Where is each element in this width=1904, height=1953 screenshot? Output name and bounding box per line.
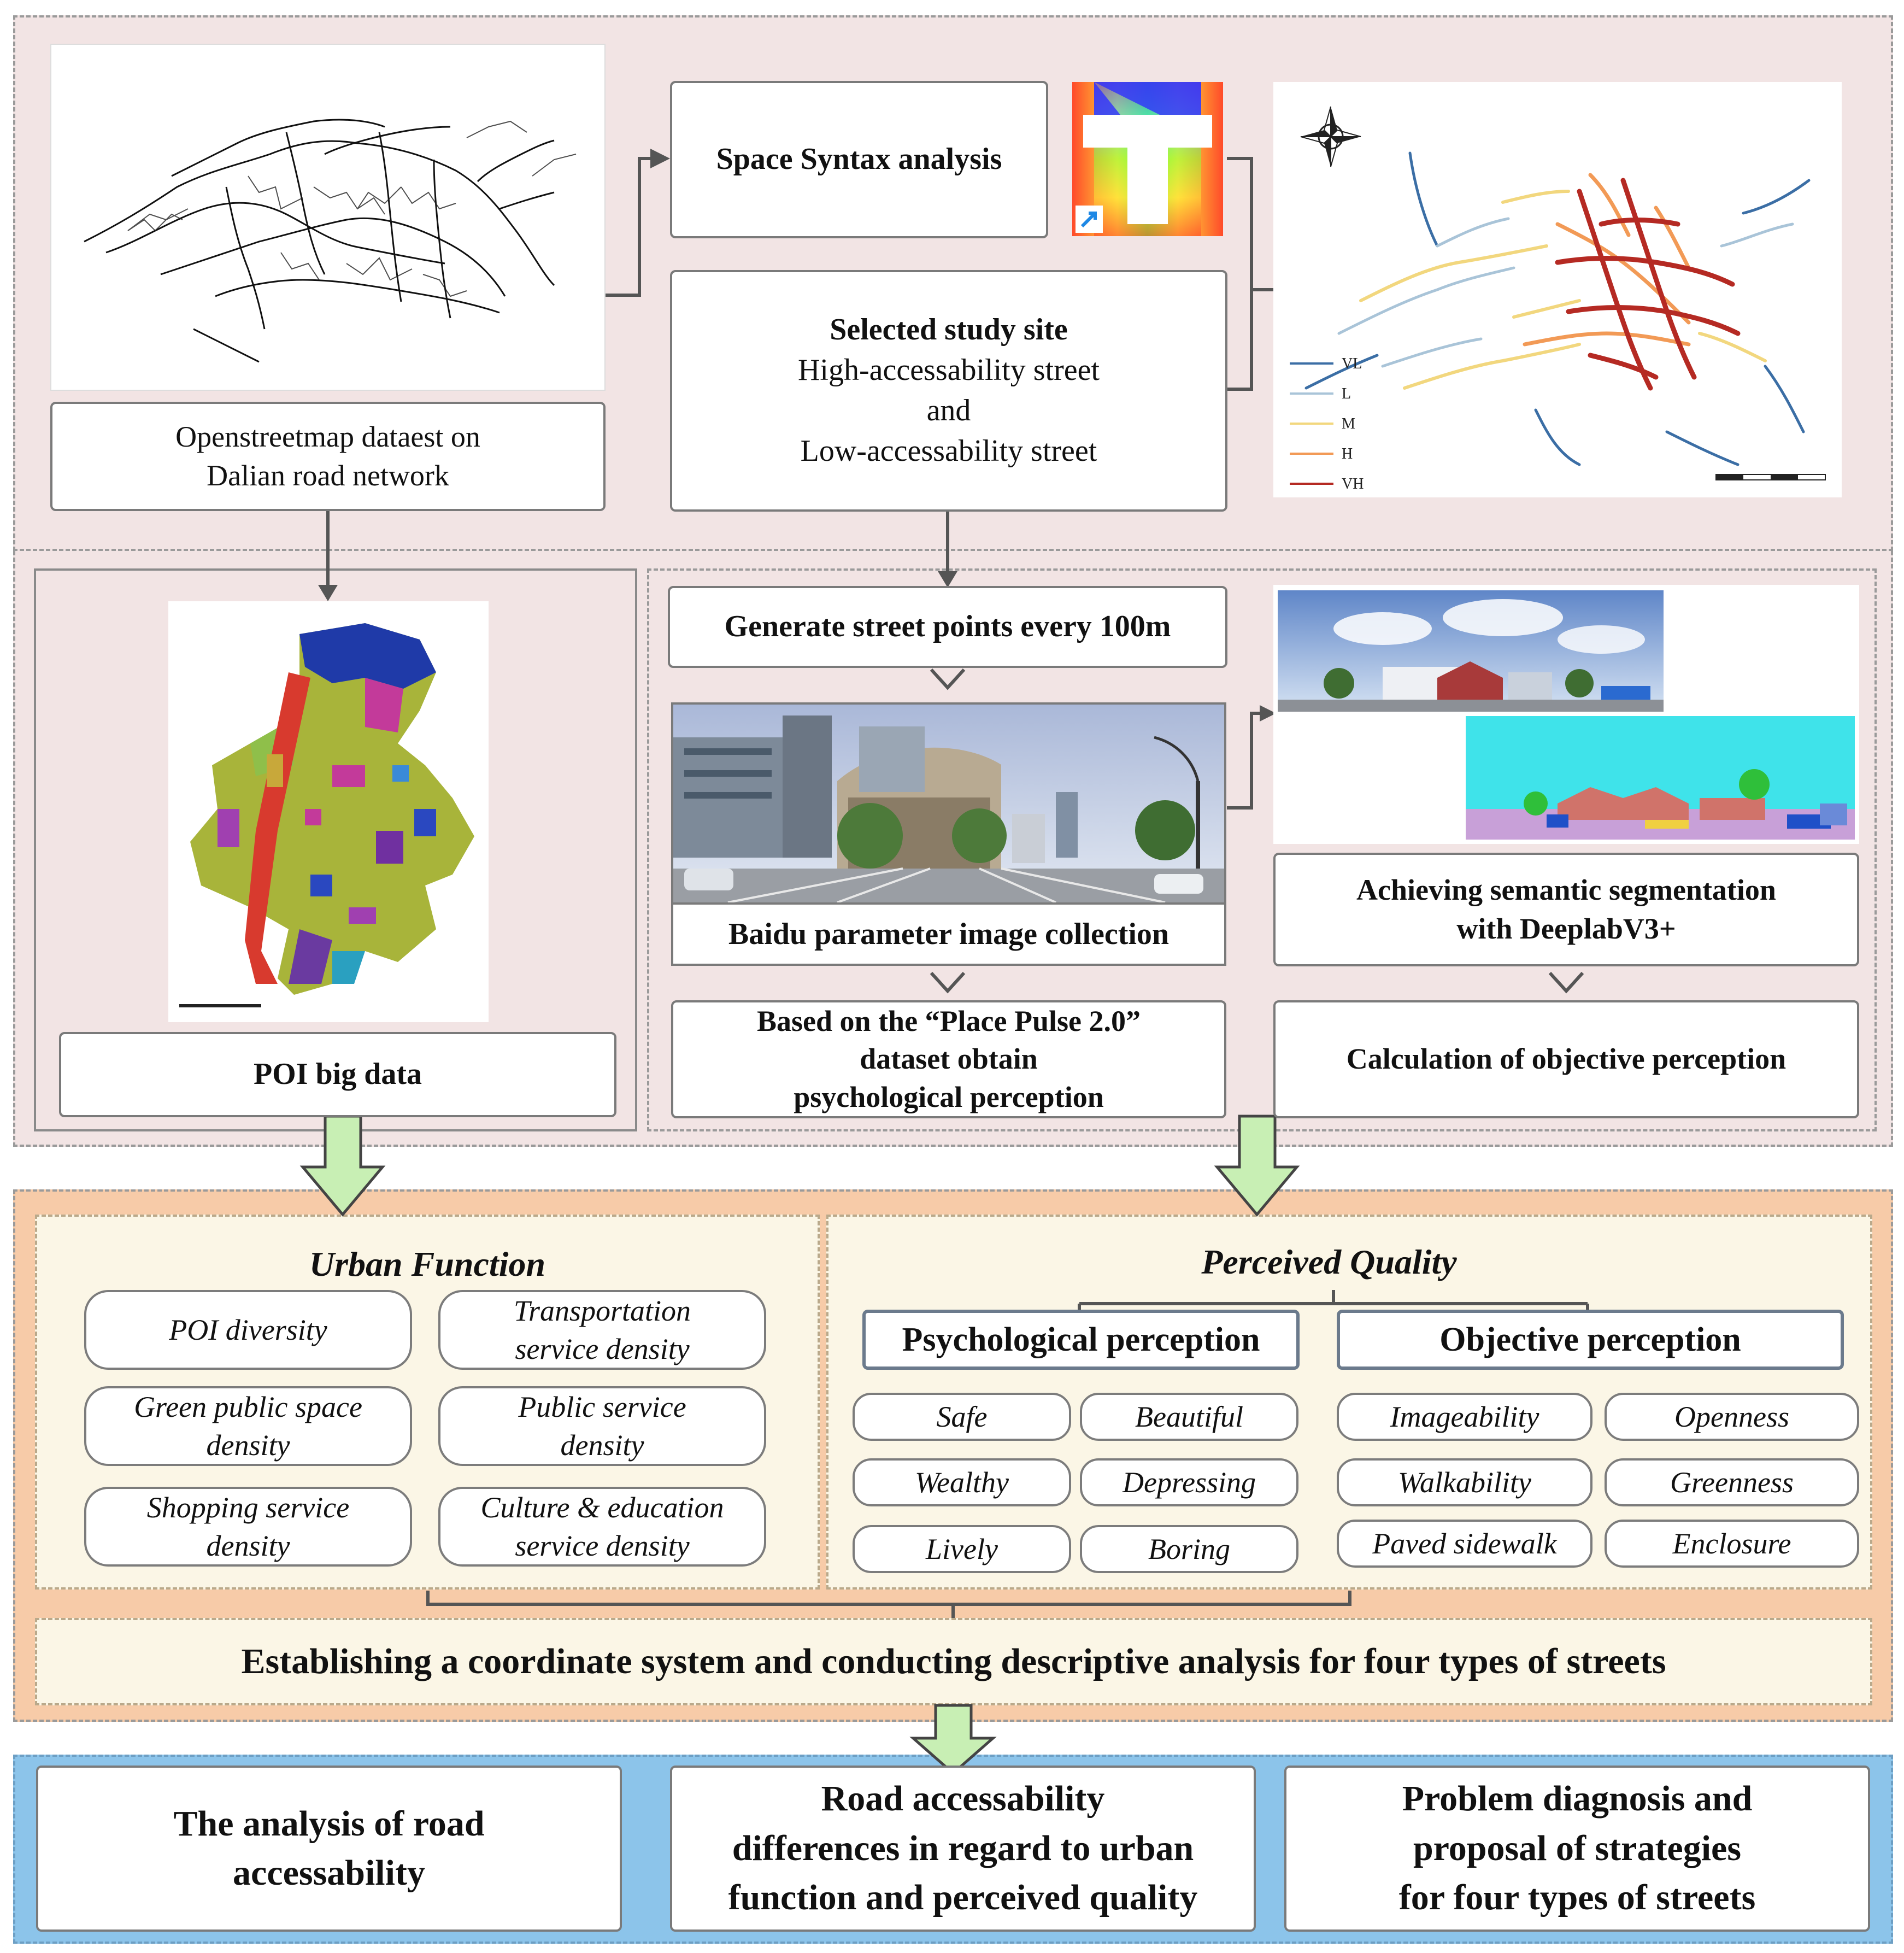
- segmentation-label: Achieving semantic segmentation with Dee…: [1273, 853, 1859, 966]
- compass-icon: [1300, 106, 1361, 167]
- legend-label: VL: [1342, 355, 1362, 372]
- green-arrow-down-icon: [299, 1115, 386, 1217]
- psychological-item: Beautiful: [1080, 1393, 1298, 1441]
- urban-function-item: Green public space density: [84, 1386, 412, 1466]
- road-network-map: [50, 44, 606, 391]
- urban-function-item: Public service density: [438, 1386, 766, 1466]
- green-arrow-down-icon: [1214, 1115, 1300, 1217]
- urban-function-item: POI diversity: [84, 1290, 412, 1370]
- objective-item: Imageability: [1337, 1393, 1592, 1441]
- segmentation-images: [1273, 585, 1859, 844]
- legend-label: VH: [1342, 476, 1364, 492]
- urban-function-item: Transportation service density: [438, 1290, 766, 1370]
- map-legend: VL L M H VH: [1290, 355, 1364, 492]
- study-site-box: Selected study site High-accessability s…: [670, 270, 1227, 512]
- baidu-collection-box: Baidu parameter image collection: [671, 702, 1226, 966]
- urban-function-item: Culture & education service density: [438, 1487, 766, 1567]
- segmentation-result: [1466, 716, 1855, 840]
- psychological-item: Safe: [853, 1393, 1071, 1441]
- objective-perception-header: Objective perception: [1337, 1310, 1844, 1370]
- connector-bracket-map: [1227, 157, 1253, 391]
- output-problem-diagnosis: Problem diagnosis and proposal of strate…: [1284, 1766, 1870, 1932]
- study-site-line: High-accessability street: [797, 353, 1100, 388]
- output-road-accessibility: The analysis of road accessability: [36, 1766, 622, 1932]
- space-syntax-label: Space Syntax analysis: [670, 81, 1048, 238]
- objective-item: Enclosure: [1605, 1520, 1859, 1568]
- street-view-photo: [673, 705, 1224, 902]
- objective-calc-label: Calculation of objective perception: [1273, 1000, 1859, 1118]
- legend-label: H: [1342, 445, 1353, 462]
- psychological-item: Boring: [1080, 1525, 1298, 1573]
- space-syntax-thumbnail: [1072, 82, 1223, 236]
- objective-item: Greenness: [1605, 1458, 1859, 1506]
- study-site-line: and: [926, 394, 971, 427]
- psychological-item: Wealthy: [853, 1458, 1071, 1506]
- green-arrow-down-icon: [909, 1704, 997, 1775]
- coordinate-banner: Establishing a coordinate system and con…: [241, 1641, 1666, 1681]
- osm-dataset-label: Openstreetmap dataest on Dalian road net…: [50, 402, 606, 511]
- place-pulse-label: Based on the “Place Pulse 2.0” dataset o…: [671, 1000, 1226, 1118]
- legend-label: L: [1342, 385, 1351, 402]
- accessibility-map: VL L M H VH: [1273, 82, 1842, 497]
- objective-item: Walkability: [1337, 1458, 1592, 1506]
- chevron-down-icon: [930, 971, 966, 994]
- generate-points-label: Generate street points every 100m: [668, 586, 1227, 668]
- output-accessibility-differences: Road accessability differences in regard…: [670, 1766, 1256, 1932]
- scale-bar-icon: [1715, 474, 1826, 480]
- psychological-perception-header: Psychological perception: [862, 1310, 1300, 1370]
- objective-item: Openness: [1605, 1393, 1859, 1441]
- connector-to-space-syntax: [606, 157, 662, 297]
- study-site-title: Selected study site: [830, 313, 1068, 347]
- urban-function-item: Shopping service density: [84, 1487, 412, 1567]
- legend-label: M: [1342, 415, 1355, 432]
- chevron-down-icon: [930, 668, 966, 690]
- connector-to-segmentation: [1227, 712, 1271, 810]
- perceived-quality-title: Perceived Quality: [1201, 1242, 1457, 1281]
- poi-big-data-label: POI big data: [59, 1032, 616, 1117]
- objective-item: Paved sidewalk: [1337, 1520, 1592, 1568]
- chevron-down-icon: [1548, 971, 1584, 994]
- urban-function-title: Urban Function: [309, 1245, 546, 1283]
- psychological-item: Depressing: [1080, 1458, 1298, 1506]
- study-site-line: Low-accessability street: [800, 433, 1097, 468]
- baidu-collection-label: Baidu parameter image collection: [673, 902, 1224, 964]
- poi-land-use-map: [168, 601, 489, 1022]
- coordinate-banner-panel: [35, 1618, 1872, 1705]
- panorama-photo: [1278, 590, 1664, 712]
- psychological-item: Lively: [853, 1525, 1071, 1573]
